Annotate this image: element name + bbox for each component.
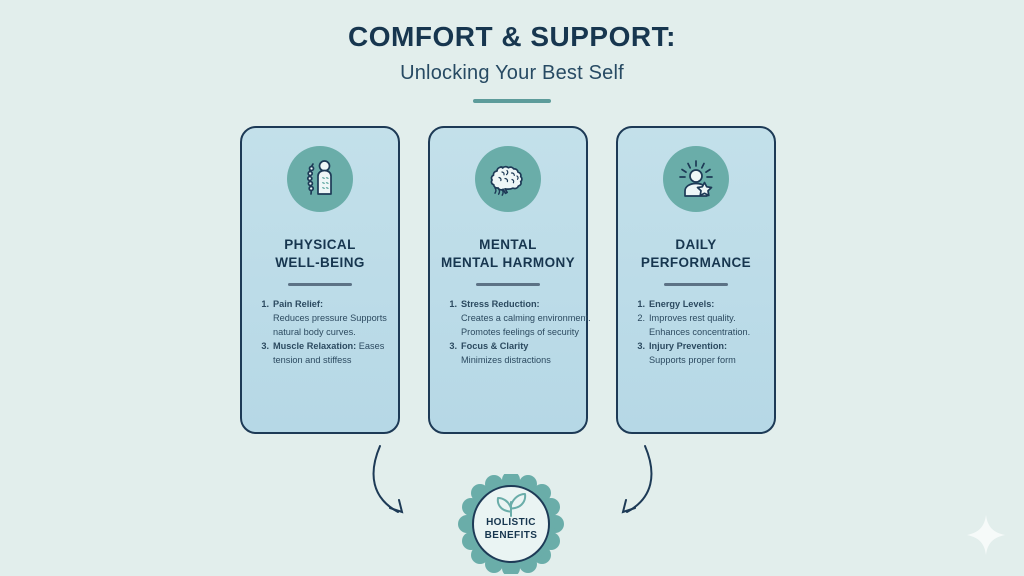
card-daily-performance[interactable]: DAILY PERFORMANCE 1. Energy Levels: 2. I… xyxy=(616,126,776,434)
list-item: 1. Stress Reduction: xyxy=(449,298,540,309)
holistic-benefits-badge[interactable]: HOLISTIC BENEFITS xyxy=(455,474,567,574)
list-item-detail: Promotes feelings of security xyxy=(461,326,579,337)
benefit-cards: PHYSICAL WELL-BEING 1. Pain Relief: Redu… xyxy=(0,126,1024,436)
page-subtitle: Unlocking Your Best Self xyxy=(400,61,624,84)
list-item-detail: Reduces pressure Supports xyxy=(273,312,387,323)
brain-icon xyxy=(475,146,541,212)
list-item: 3. Injury Prevention: xyxy=(637,340,728,351)
curved-arrow-left-icon xyxy=(626,445,653,513)
sparkle-icon xyxy=(967,515,1005,555)
card-title: DAILY PERFORMANCE xyxy=(640,237,752,270)
benefit-list: 1. Stress Reduction: Creates a calming e… xyxy=(439,298,591,368)
spine-posture-icon xyxy=(287,146,353,212)
card-title: PHYSICAL WELL-BEING xyxy=(275,237,365,270)
curved-arrow-right-icon xyxy=(372,445,399,513)
list-item: 3. Muscle Relaxation: Eases xyxy=(261,340,385,351)
benefit-list: 1. Pain Relief: Reduces pressure Support… xyxy=(251,298,389,368)
card-mental-harmony[interactable]: MENTAL MENTAL HARMONY 1. Stress Reductio… xyxy=(428,126,591,434)
list-item-detail: natural body curves. xyxy=(273,326,356,337)
list-item-detail: tension and stiffess xyxy=(273,354,352,365)
card-divider xyxy=(288,282,352,286)
card-divider xyxy=(476,282,540,286)
list-item-detail: Enhances concentration. xyxy=(649,326,751,337)
header: COMFORT & SUPPORT: Unlocking Your Best S… xyxy=(0,21,1024,103)
benefit-list: 1. Energy Levels: 2. Improves rest quali… xyxy=(627,298,765,368)
badge-label: HOLISTIC BENEFITS xyxy=(484,517,538,541)
list-item: 1. Energy Levels: xyxy=(637,298,715,309)
card-physical-well-being[interactable]: PHYSICAL WELL-BEING 1. Pain Relief: Redu… xyxy=(240,126,400,434)
energized-person-star-icon xyxy=(663,146,729,212)
page-title: COMFORT & SUPPORT: xyxy=(348,21,676,52)
list-item-detail: Minimizes distractions xyxy=(461,354,551,365)
list-item: 3. Focus & Clarity xyxy=(449,340,529,351)
list-item-detail: Supports proper form xyxy=(649,354,736,365)
list-item: 1. Pain Relief: xyxy=(261,298,324,309)
list-item-detail: Creates a calming environment. xyxy=(461,312,591,323)
sprout-leaves-icon xyxy=(496,493,527,517)
card-title: MENTAL MENTAL HARMONY xyxy=(440,237,576,270)
card-divider xyxy=(664,282,728,286)
flow-arrows xyxy=(0,438,1024,576)
title-accent-rule xyxy=(473,98,551,103)
list-item: 2. Improves rest quality. xyxy=(637,312,736,323)
